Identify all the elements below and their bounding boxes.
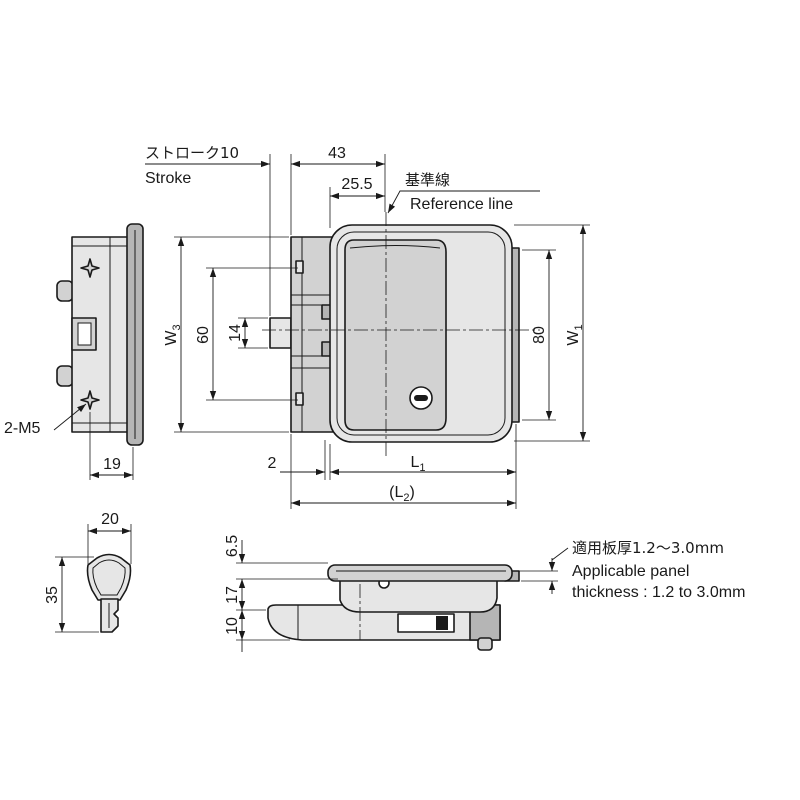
w3-sub: 3	[171, 324, 183, 330]
handle-recess-highlight	[349, 245, 441, 249]
dimension-17-label: 17	[224, 586, 241, 604]
dimension-19-label: 19	[103, 456, 121, 473]
panel-label-en-1: Applicable panel	[572, 563, 689, 580]
dimension-80-label: 80	[531, 326, 548, 344]
side-bump-top	[56, 280, 74, 302]
profile-knob	[477, 637, 493, 651]
profile-handle-cap	[327, 564, 513, 582]
w3-base: W	[163, 330, 180, 346]
profile-slot-latch	[436, 616, 448, 630]
l2-open: (	[389, 484, 395, 501]
dimension-l2-label: (L2)	[389, 484, 415, 504]
key-slot-icon	[414, 395, 428, 401]
dimension-w1-label: W1	[565, 324, 585, 345]
handle-inner-edge	[336, 231, 506, 436]
key-head	[86, 553, 132, 601]
l1-sub: 1	[419, 462, 425, 474]
l2-sub: 2	[403, 492, 409, 504]
side-view	[56, 223, 144, 446]
side-dimensions: 2-M5 19	[4, 403, 134, 480]
dimension-35-label: 35	[44, 586, 61, 604]
profile-view	[267, 564, 520, 651]
stroke-label-en: Stroke	[145, 170, 191, 187]
stroke-label-jp: ストローク10	[145, 144, 239, 162]
front-screw-head-bottom	[295, 392, 304, 406]
dimension-43-label: 43	[328, 145, 346, 162]
key-head-inner	[92, 559, 126, 596]
dimension-20-label: 20	[101, 511, 119, 528]
front-screw-head-top	[295, 260, 304, 274]
w1-sub: 1	[573, 324, 585, 330]
dimension-60-label: 60	[195, 326, 212, 344]
dimension-10-label: 10	[224, 617, 241, 635]
dimension-l1-label: L1	[410, 454, 425, 474]
thread-leader	[53, 403, 87, 431]
profile-body	[339, 579, 498, 613]
front-dimensions: ストローク10 Stroke 43 25.5 基準線 Reference lin…	[145, 144, 590, 509]
front-view	[262, 212, 540, 456]
reference-line-leader	[387, 190, 540, 214]
dimension-2-label: 2	[268, 455, 277, 472]
thread-label: 2-M5	[4, 420, 41, 437]
front-latch-bolt	[269, 317, 292, 349]
panel-label-jp: 適用板厚1.2～3.0mm	[572, 539, 724, 557]
dimension-25-5-label: 25.5	[341, 176, 372, 193]
l2-close: )	[410, 484, 415, 501]
reference-label-en: Reference line	[410, 196, 513, 213]
key-view: 20 35	[44, 511, 132, 633]
dimension-w3-label: W3	[163, 324, 183, 345]
reference-label-jp: 基準線	[405, 171, 450, 189]
dimension-6-5-label: 6.5	[224, 535, 241, 557]
handle-recess	[344, 239, 447, 431]
side-bump-bottom	[56, 365, 74, 387]
panel-thickness-leader	[551, 547, 569, 561]
side-latch-bolt-inner	[77, 322, 92, 346]
dimension-14-label: 14	[227, 324, 244, 342]
l1-base: L	[410, 454, 419, 471]
panel-label-en-2: thickness : 1.2 to 3.0mm	[572, 584, 745, 601]
l2-base: L	[394, 484, 403, 501]
w1-base: W	[565, 330, 582, 346]
profile-dimensions: 6.5 17 10 適用板厚1.2～3.0mm Applicable panel…	[224, 535, 745, 652]
screw-cross-icon	[80, 258, 100, 278]
screw-cross-icon	[80, 390, 100, 410]
